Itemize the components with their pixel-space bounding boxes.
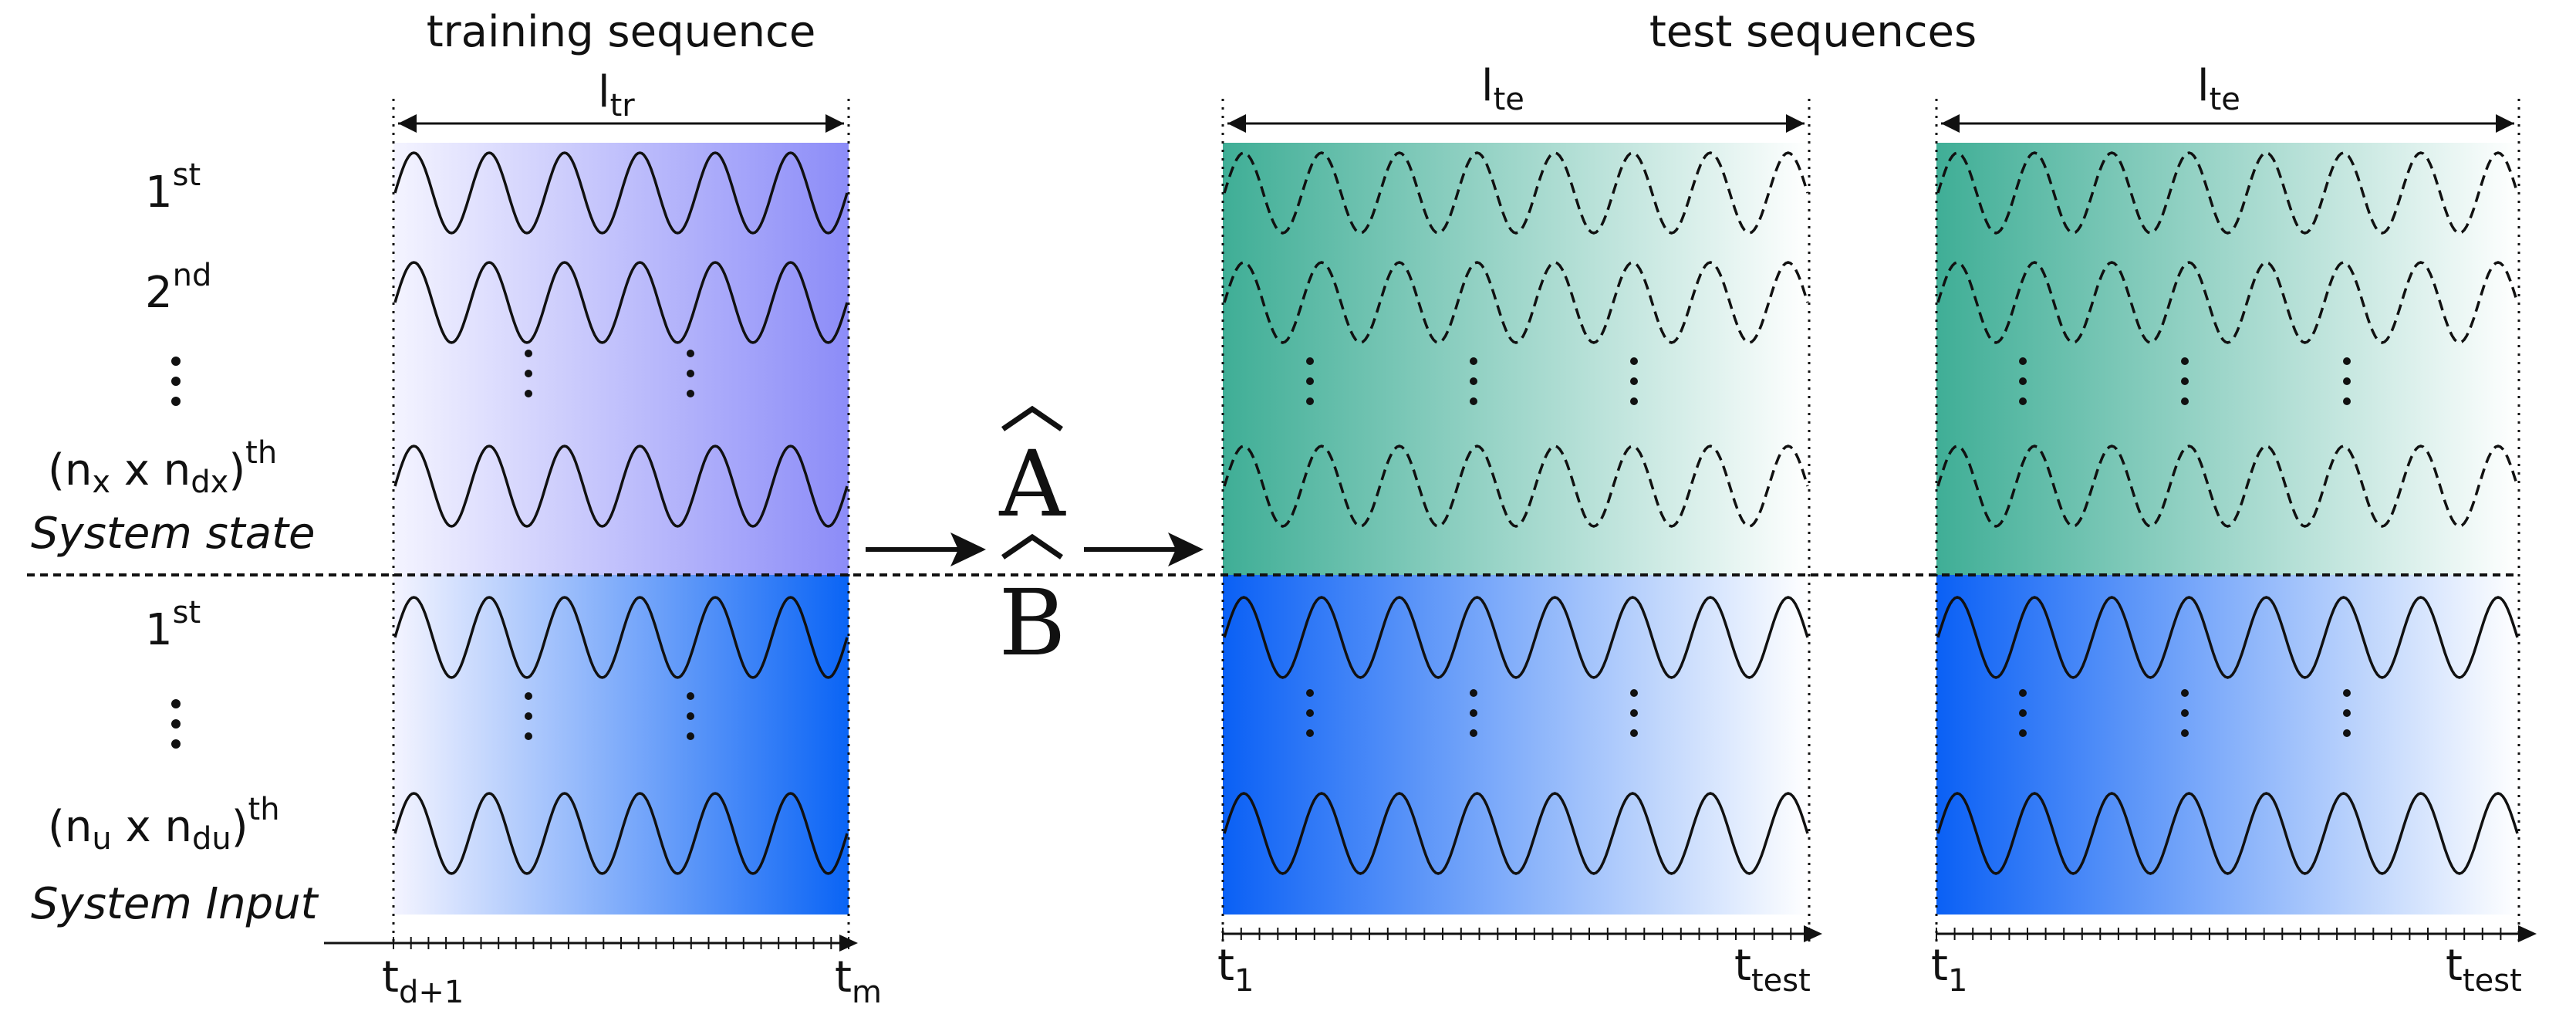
signal-waves: [393, 151, 2519, 875]
test2-time-axis: [1936, 925, 2537, 942]
test2-state-panel: [1936, 143, 2519, 575]
test2-input-panel: [1936, 575, 2519, 915]
test1-state-dots-1: [1306, 357, 1314, 405]
arrow-train-to-estimates-head: [950, 532, 986, 566]
test1-state-wave-1: [1223, 151, 1809, 235]
test2-state-dots-3: [2343, 357, 2351, 405]
input-row-last-label: (nu x ndu)th: [48, 792, 280, 857]
test1-input-wave-2: [1223, 792, 1809, 875]
test1-state-dots-2: [1470, 357, 1477, 405]
test2-state-dots-2: [2181, 357, 2189, 405]
train-input-dots-2: [687, 692, 694, 740]
test1-input-panel: [1223, 575, 1809, 915]
train-input-dots-1: [525, 692, 532, 740]
test2-input-dots-2: [2181, 689, 2189, 737]
test1-start-time: t1: [1217, 941, 1254, 999]
arrow-estimates-to-test-head: [1168, 532, 1204, 566]
test1-state-panel: [1223, 143, 1809, 575]
test1-input-dots-1: [1306, 689, 1314, 737]
system-state-label: System state: [31, 509, 315, 559]
train-state-panel: [393, 143, 849, 575]
test2-state-dots-1: [2019, 357, 2027, 405]
train-input-wave-2: [393, 792, 849, 875]
test1-state-wave-3: [1223, 445, 1809, 528]
time-axes: [324, 925, 2537, 952]
test2-end-time: ttest: [2446, 941, 2522, 999]
test2-input-wave-2: [1936, 792, 2519, 875]
left-ellipsis-state: [171, 357, 181, 406]
test2-input-dots-1: [2019, 689, 2027, 737]
state-row-last-label: (nx x ndx)th: [48, 435, 277, 500]
train-state-wave-3: [393, 445, 849, 528]
train-end-time: tm: [835, 952, 882, 1010]
state-row-first-label: 1st: [145, 157, 201, 218]
hat-a-icon: [1001, 405, 1063, 431]
test1-input-dots-2: [1470, 689, 1477, 737]
test1-input-wave-1: [1223, 596, 1809, 679]
train-time-axis: [324, 935, 858, 952]
hat-b-icon: [1001, 533, 1063, 560]
test1-state-dots-3: [1630, 357, 1638, 405]
test1-length-label: lte: [1481, 61, 1524, 117]
test2-state-wave-3: [1936, 445, 2519, 528]
train-input-wave-1: [393, 596, 849, 679]
training-title: training sequence: [427, 7, 816, 57]
test-title: test sequences: [1649, 7, 1977, 57]
train-input-panel: [393, 575, 849, 915]
train-length-label: ltr: [598, 67, 635, 123]
input-row-first-label: 1st: [145, 595, 201, 655]
test1-state-wave-2: [1223, 261, 1809, 344]
test1-end-time: ttest: [1734, 941, 1811, 999]
train-state-dots-1: [525, 350, 532, 397]
test2-state-wave-2: [1936, 261, 2519, 344]
estimate-a: A: [998, 431, 1066, 537]
test2-input-dots-3: [2343, 689, 2351, 737]
state-row-second-label: 2nd: [145, 258, 211, 318]
train-state-wave-1: [393, 151, 849, 235]
test1-time-axis: [1222, 925, 1822, 942]
test2-length-label: lte: [2197, 61, 2240, 117]
test1-input-dots-3: [1630, 689, 1638, 737]
test2-input-wave-1: [1936, 596, 2519, 679]
train-state-wave-2: [393, 261, 849, 344]
train-start-time: td+1: [382, 952, 464, 1010]
system-input-label: System Input: [31, 879, 319, 929]
test2-start-time: t1: [1931, 941, 1967, 999]
estimate-b: B: [999, 570, 1066, 676]
train-state-dots-2: [687, 350, 694, 397]
inner-ellipses: [525, 350, 2351, 740]
left-ellipsis-input: [171, 699, 181, 749]
test2-state-wave-1: [1936, 151, 2519, 235]
